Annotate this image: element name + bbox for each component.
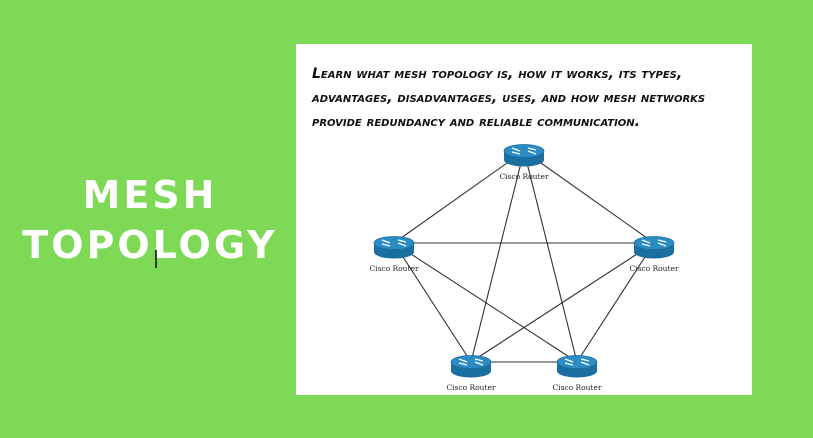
link-left-bottom-right xyxy=(393,242,578,363)
link-top-bottom-right xyxy=(523,150,578,363)
router-icon xyxy=(450,355,492,378)
title-line-1: MESH xyxy=(82,173,218,217)
router-label: Cisco Router xyxy=(629,264,679,273)
link-right-bottom-right xyxy=(576,242,655,363)
router-icon xyxy=(503,144,545,167)
page-title: MESH TOPOLOGY xyxy=(0,170,300,270)
router-icon xyxy=(373,236,415,259)
link-top-right xyxy=(523,150,655,244)
router-top: Cisco Router xyxy=(499,144,549,181)
link-top-left xyxy=(393,150,525,244)
links-layer xyxy=(393,150,655,363)
router-bottom-left: Cisco Router xyxy=(446,355,496,392)
router-icon xyxy=(556,355,598,378)
router-icon xyxy=(633,236,675,259)
text-cursor xyxy=(155,250,157,268)
diagram-panel: Learn what mesh topology is, how it work… xyxy=(296,44,752,395)
router-label: Cisco Router xyxy=(369,264,419,273)
router-left: Cisco Router xyxy=(369,236,419,273)
title-line-2: TOPOLOGY xyxy=(22,223,278,267)
router-bottom-right: Cisco Router xyxy=(552,355,602,392)
link-right-bottom-left xyxy=(470,242,655,363)
router-right: Cisco Router xyxy=(629,236,679,273)
router-label: Cisco Router xyxy=(552,383,602,392)
link-left-bottom-left xyxy=(393,242,472,363)
description-text: Learn what mesh topology is, how it work… xyxy=(312,66,706,130)
router-label: Cisco Router xyxy=(499,172,549,181)
router-label: Cisco Router xyxy=(446,383,496,392)
link-top-bottom-left xyxy=(470,150,525,363)
